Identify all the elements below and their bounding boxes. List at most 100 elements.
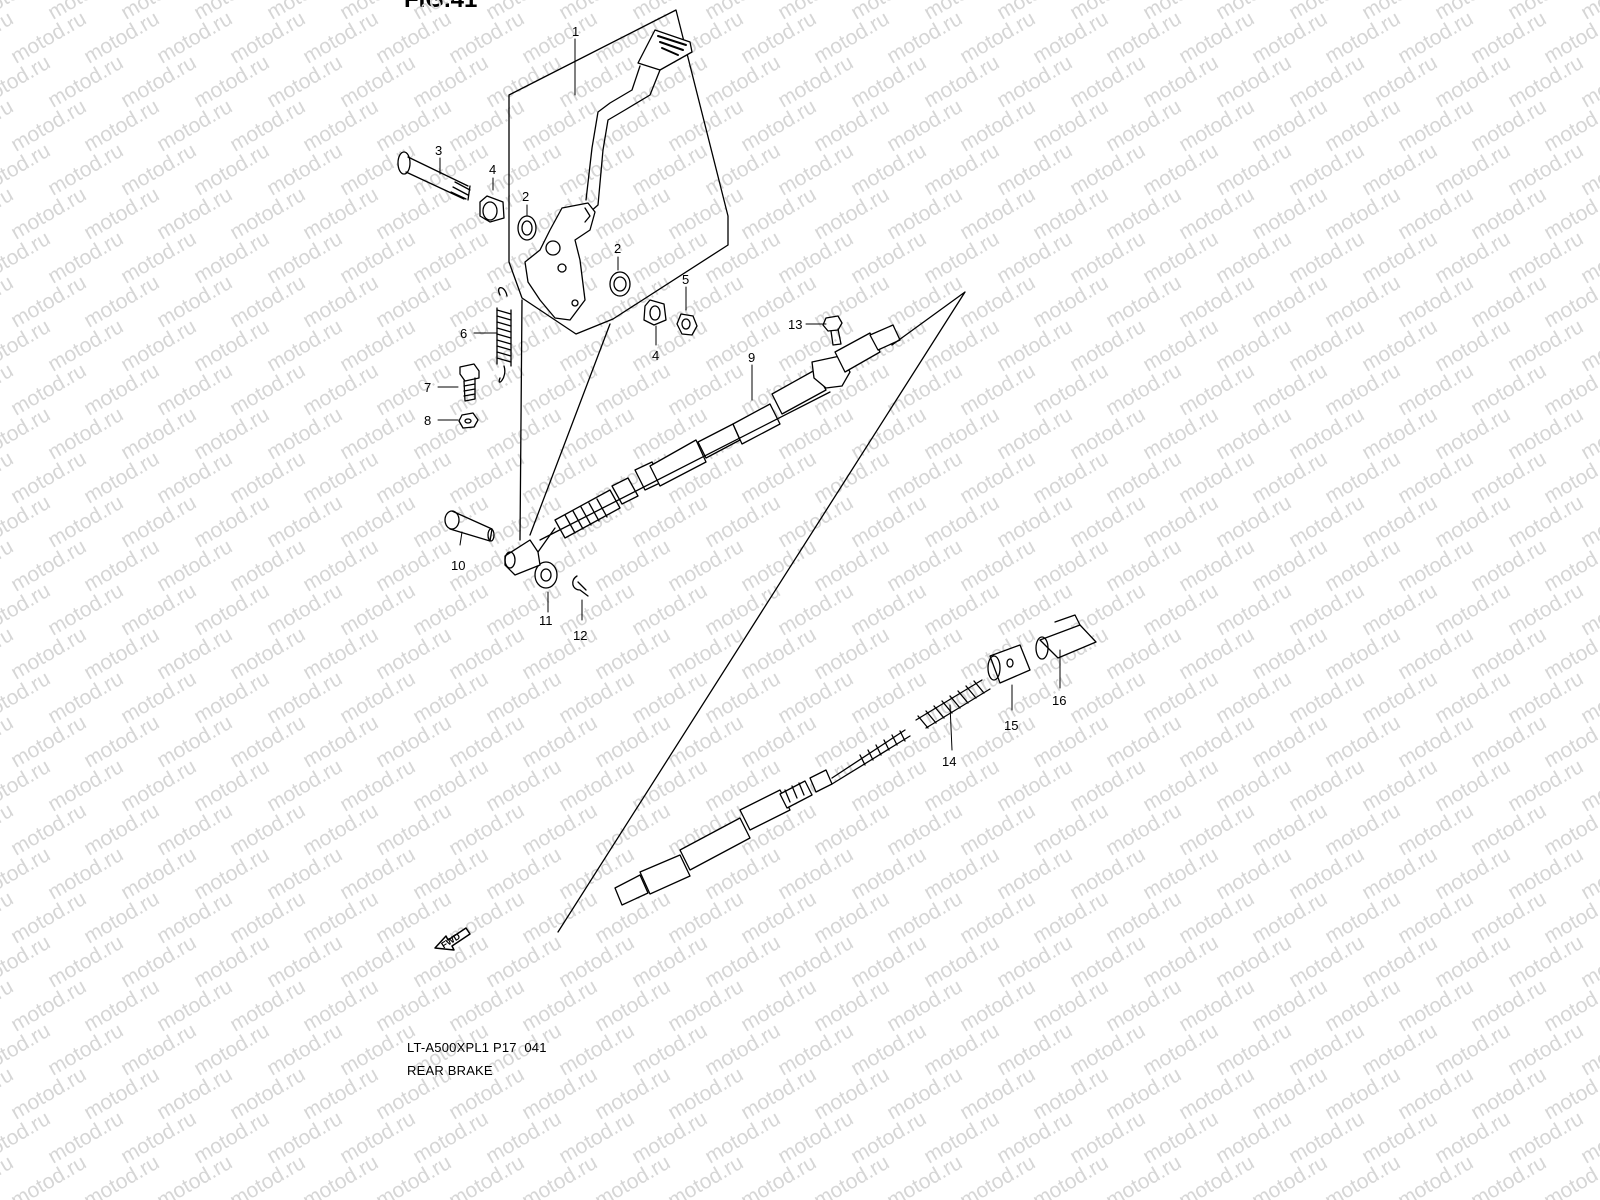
watermark-text: motod.ru [1029, 359, 1112, 420]
watermark-text: motod.ru [1066, 1019, 1149, 1080]
watermark-text: motod.ru [1102, 1063, 1185, 1124]
watermark-text: motod.ru [701, 667, 784, 728]
watermark-text: motod.ru [518, 7, 601, 68]
watermark-text: motod.ru [1212, 491, 1295, 552]
watermark-text: motod.ru [117, 1019, 200, 1080]
watermark-text: motod.ru [956, 95, 1039, 156]
watermark-text: motod.ru [1358, 843, 1441, 904]
watermark-text: motod.ru [701, 139, 784, 200]
watermark-text: motod.ru [117, 1107, 200, 1168]
watermark-text: motod.ru [1285, 1107, 1368, 1168]
watermark-text: motod.ru [774, 491, 857, 552]
watermark-text: motod.ru [591, 535, 674, 596]
watermark-text: motod.ru [372, 95, 455, 156]
watermark-text: motod.ru [1139, 227, 1222, 288]
watermark-text: motod.ru [1394, 183, 1477, 244]
watermark-text: motod.ru [1102, 711, 1185, 772]
watermark-text: motod.ru [153, 271, 236, 332]
watermark-text: motod.ru [372, 535, 455, 596]
watermark-text: motod.ru [1321, 447, 1404, 508]
watermark-text: motod.ru [153, 359, 236, 420]
watermark-text: motod.ru [1467, 183, 1550, 244]
watermark-text: motod.ru [993, 931, 1076, 992]
watermark-text: motod.ru [1175, 975, 1258, 1036]
watermark-text: motod.ru [1139, 843, 1222, 904]
watermark-text: motod.ru [1248, 711, 1331, 772]
watermark-text: motod.ru [44, 1019, 127, 1080]
watermark-text: motod.ru [1467, 359, 1550, 420]
watermark-text: motod.ru [920, 755, 1003, 816]
cable-end-fitting-16 [1035, 614, 1097, 660]
watermark-text: motod.ru [1467, 535, 1550, 596]
watermark-text: motod.ru [847, 1019, 930, 1080]
watermark-text: motod.ru [226, 799, 309, 860]
watermark-text: motod.ru [117, 139, 200, 200]
watermark-text: motod.ru [80, 887, 163, 948]
watermark-text: motod.ru [226, 183, 309, 244]
watermark-text: motod.ru [993, 51, 1076, 112]
watermark-text: motod.ru [153, 799, 236, 860]
watermark-text: motod.ru [1139, 1019, 1222, 1080]
diagram-title: REAR BRAKE [407, 1063, 493, 1078]
watermark-text: motod.ru [409, 667, 492, 728]
watermark-text: motod.ru [847, 491, 930, 552]
watermark-text: motod.ru [44, 1107, 127, 1168]
watermark-text: motod.ru [7, 623, 90, 684]
watermark-text: motod.ru [920, 139, 1003, 200]
watermark-text: motod.ru [810, 535, 893, 596]
watermark-text: motod.ru [1394, 359, 1477, 420]
watermark-text: motod.ru [993, 755, 1076, 816]
watermark-text: motod.ru [1102, 799, 1185, 860]
watermark-text: motod.ru [1431, 931, 1514, 992]
watermark-text: motod.ru [1358, 491, 1441, 552]
watermark-text: motod.ru [80, 623, 163, 684]
watermark-text: motod.ru [1248, 447, 1331, 508]
watermark-text: motod.ru [1212, 1107, 1295, 1168]
watermark-text: motod.ru [1467, 7, 1550, 68]
callout-15: 15 [1004, 718, 1018, 733]
watermark-text: motod.ru [737, 887, 820, 948]
watermark-text: motod.ru [1358, 139, 1441, 200]
watermark-text: motod.ru [1066, 1107, 1149, 1168]
collar-nut-upper [479, 195, 505, 223]
watermark-text: motod.ru [591, 711, 674, 772]
watermark-text: motod.ru [482, 755, 565, 816]
watermark-text: motod.ru [409, 1107, 492, 1168]
watermark-text: motod.ru [518, 95, 601, 156]
watermark-text: motod.ru [810, 447, 893, 508]
watermark-text: motod.ru [445, 7, 528, 68]
callout-4-lower: 4 [652, 348, 659, 363]
watermark-text: motod.ru [993, 315, 1076, 376]
watermark-text: motod.ru [737, 1063, 820, 1124]
watermark-text: motod.ru [1358, 403, 1441, 464]
watermark-text: motod.ru [117, 667, 200, 728]
watermark-text: motod.ru [1066, 843, 1149, 904]
watermark-text: motod.ru [263, 491, 346, 552]
watermark-text: motod.ru [226, 95, 309, 156]
watermark-text: motod.ru [409, 579, 492, 640]
watermark-text: motod.ru [1066, 931, 1149, 992]
brake-pedal [524, 29, 693, 321]
watermark-text: motod.ru [664, 535, 747, 596]
watermark-text: motod.ru [883, 887, 966, 948]
watermark-text: motod.ru [372, 711, 455, 772]
watermark-text: motod.ru [701, 51, 784, 112]
watermark-text: motod.ru [1431, 51, 1514, 112]
watermark-text: motod.ru [1467, 887, 1550, 948]
watermark-text: motod.ru [1139, 667, 1222, 728]
watermark-text: motod.ru [80, 711, 163, 772]
watermark-text: motod.ru [7, 799, 90, 860]
watermark-text: motod.ru [1394, 7, 1477, 68]
watermark-text: motod.ru [1175, 95, 1258, 156]
return-spring [496, 287, 512, 383]
watermark-text: motod.ru [7, 95, 90, 156]
callout-6: 6 [460, 326, 467, 341]
watermark-text: motod.ru [117, 227, 200, 288]
watermark-text: motod.ru [117, 579, 200, 640]
watermark-text: motod.ru [1175, 1063, 1258, 1124]
watermark-text: motod.ru [774, 139, 857, 200]
watermark-text: motod.ru [956, 799, 1039, 860]
watermark-text: motod.ru [1212, 579, 1295, 640]
watermark-text: motod.ru [1504, 1107, 1587, 1168]
